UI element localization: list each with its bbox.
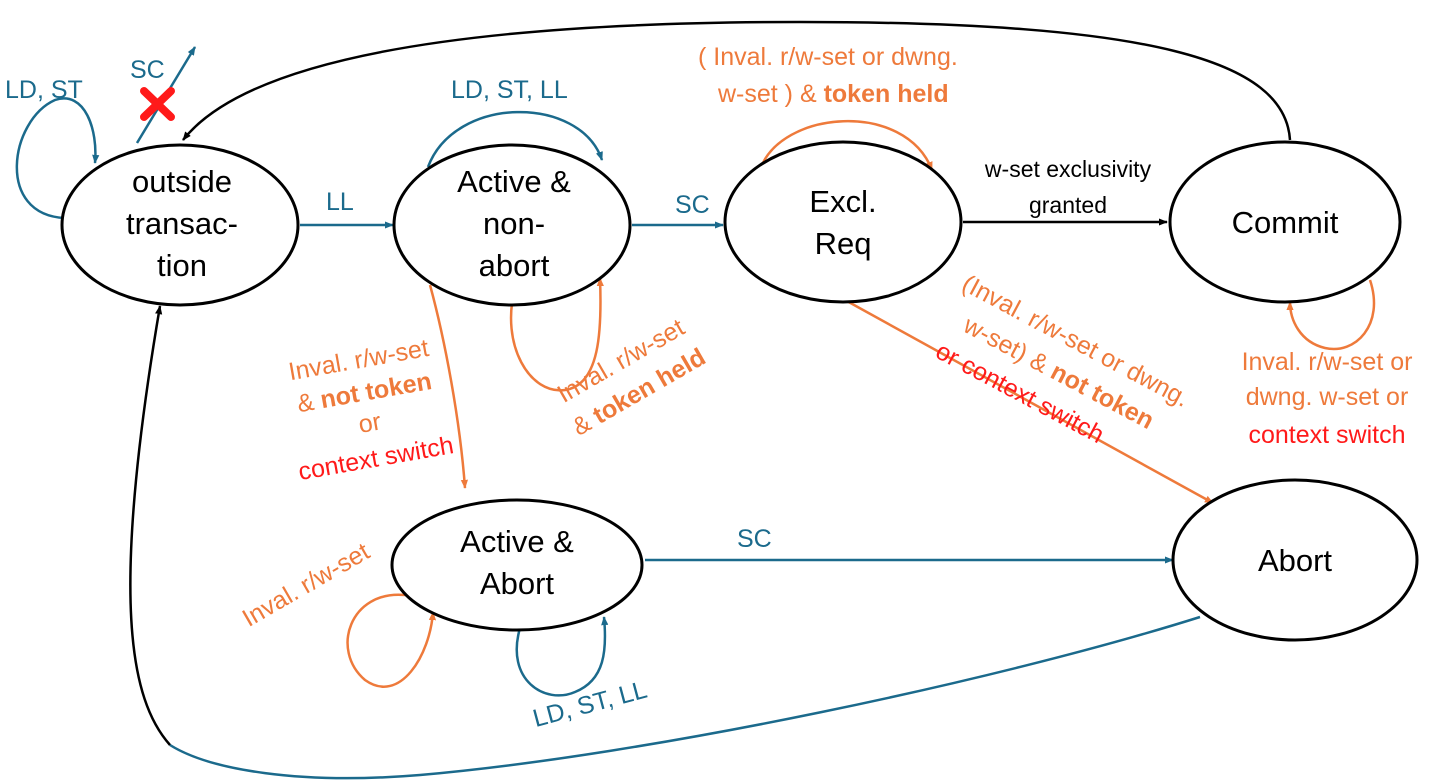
label-commit-self-line3: context switch bbox=[1248, 421, 1405, 449]
state-active-abort-line2: Abort bbox=[480, 566, 554, 601]
label-commit-self-line1: Inval. r/w-set or bbox=[1242, 348, 1413, 376]
label-excl-self-line2: w-set ) & token held bbox=[717, 80, 949, 108]
label-excl-self-line2-bold: token held bbox=[824, 80, 949, 108]
state-active-nonabort-line3: abort bbox=[479, 248, 550, 283]
label-active-self-bottom: Inval. r/w-set & token held bbox=[553, 313, 711, 441]
label-excl-to-commit-line1: w-set exclusivity bbox=[984, 156, 1152, 182]
state-excl-req: Excl. Req bbox=[723, 140, 963, 304]
state-commit: Commit bbox=[1168, 140, 1402, 304]
state-active-nonabort-line2: non- bbox=[483, 206, 545, 241]
edge-excl-to-abort bbox=[844, 298, 1214, 505]
state-outside-transaction: outside transac- tion bbox=[60, 143, 300, 307]
label-excl-self-line2-pre: w-set ) & bbox=[717, 80, 824, 108]
label-aborting-to-abort: SC bbox=[737, 525, 772, 553]
edge-excl-self-loop bbox=[758, 119, 934, 171]
state-active-abort-line1: Active & bbox=[460, 524, 574, 559]
edge-active-nonabort-self-top bbox=[426, 110, 604, 168]
edge-active-nonabort-to-active-abort bbox=[428, 284, 468, 489]
edge-active-abort-self-left bbox=[346, 593, 437, 688]
label-outside-to-active: LL bbox=[326, 188, 354, 216]
state-outside-line1: outside bbox=[132, 164, 232, 199]
state-active-nonabort-line1: Active & bbox=[457, 164, 571, 199]
label-outside-self: LD, ST bbox=[5, 76, 83, 104]
label-commit-self-line2: dwng. w-set or bbox=[1246, 383, 1409, 411]
label-active-to-abortstate: Inval. r/w-set & not token or context sw… bbox=[286, 334, 455, 486]
label-active-to-abortstate-line4: context switch bbox=[296, 431, 455, 486]
label-active-to-abortstate-line2-pre: & bbox=[295, 387, 323, 419]
state-outside-line2: transac- bbox=[126, 206, 238, 241]
state-commit-label: Commit bbox=[1232, 205, 1339, 240]
label-excl-self-line1: ( Inval. r/w-set or dwng. bbox=[698, 43, 958, 71]
state-active-nonabort: Active & non- abort bbox=[392, 143, 632, 307]
state-excl-req-line1: Excl. bbox=[809, 184, 876, 219]
edge-commit-to-outside bbox=[182, 20, 1292, 141]
state-active-abort: Active & Abort bbox=[390, 498, 644, 632]
label-outside-sc: SC bbox=[130, 56, 165, 84]
state-abort-label: Abort bbox=[1258, 543, 1332, 578]
edge-commit-self-loop bbox=[1286, 279, 1376, 351]
disallowed-cross-icon bbox=[140, 87, 175, 121]
edge-active-nonabort-self-bottom bbox=[509, 277, 604, 392]
edge-active-abort-self-bottom bbox=[515, 616, 609, 697]
label-active-self-top: LD, ST, LL bbox=[451, 76, 568, 104]
state-excl-req-line2: Req bbox=[815, 226, 872, 261]
label-active-to-excl: SC bbox=[675, 191, 710, 219]
state-outside-line3: tion bbox=[157, 248, 207, 283]
edge-abort-to-outside-black bbox=[129, 305, 171, 746]
label-active-to-abortstate-line3: or bbox=[356, 407, 383, 438]
edge-outside-self-loop bbox=[15, 97, 100, 220]
label-excl-to-commit-line2: granted bbox=[1029, 192, 1107, 218]
edge-abort-to-outside-blue bbox=[169, 615, 1201, 780]
label-excl-to-abort: (Inval. r/w-set or dwng. w-set) & not to… bbox=[931, 269, 1194, 449]
state-abort: Abort bbox=[1171, 478, 1419, 642]
